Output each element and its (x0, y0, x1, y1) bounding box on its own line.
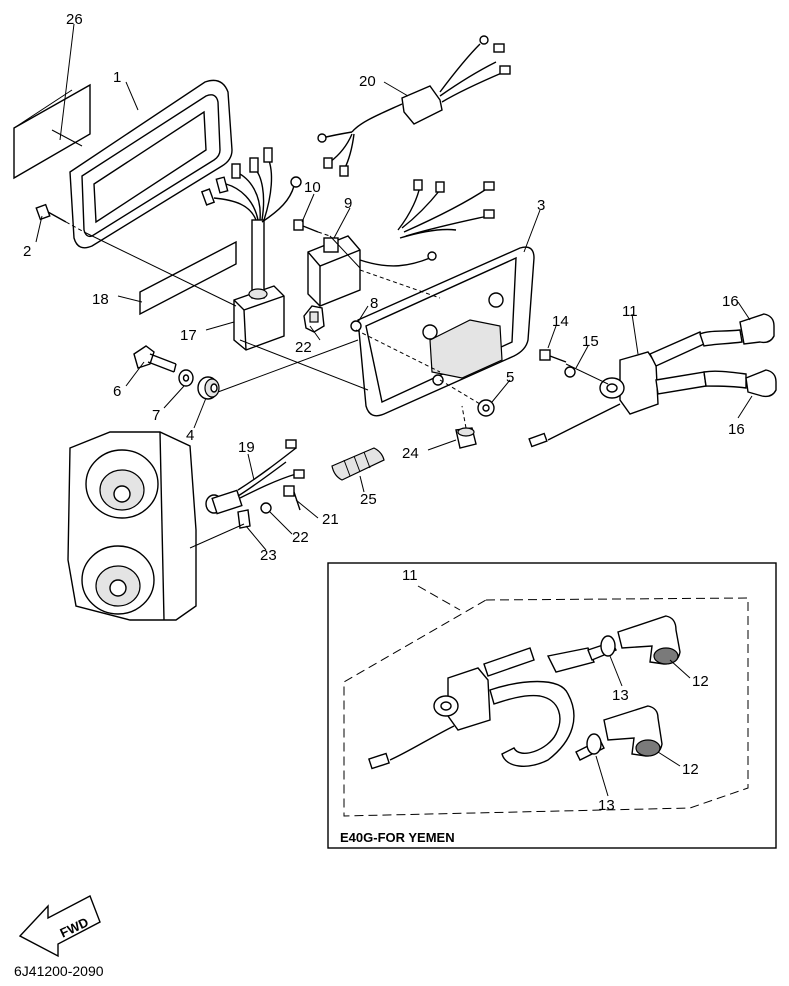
boot-25 (331, 447, 385, 481)
callout-1: 1 (113, 69, 121, 86)
bolt-14 (539, 349, 567, 363)
bolt-5 (477, 399, 495, 417)
ignition-coil-11 (528, 313, 777, 448)
bolt-6 (133, 345, 177, 373)
callout-12-lower: 12 (682, 761, 699, 778)
screw-10 (293, 219, 331, 237)
callout-7: 7 (152, 407, 160, 424)
inset-clips-13 (586, 635, 616, 755)
callout-13-lower: 13 (598, 797, 615, 814)
callout-16-lower: 16 (728, 421, 745, 438)
callouts: 26 1 2 20 10 9 3 8 18 17 22 6 7 4 5 24 1… (23, 11, 745, 814)
callout-23: 23 (260, 547, 277, 564)
cdi-unit-17 (200, 147, 302, 351)
bracket-3 (357, 179, 535, 417)
washer-7 (178, 369, 194, 387)
grommet-22-upper (303, 305, 325, 333)
grommet-4 (197, 376, 220, 400)
callout-11-inset: 11 (402, 567, 418, 584)
callout-5: 5 (506, 369, 514, 386)
callout-3: 3 (537, 197, 545, 214)
inset-coil-11 (368, 641, 617, 770)
drawing-code: 6J41200-2090 (14, 963, 104, 979)
callout-10: 10 (304, 179, 321, 196)
callout-9: 9 (344, 195, 352, 212)
callout-4: 4 (186, 427, 194, 444)
washer-15 (564, 366, 576, 378)
callout-24: 24 (402, 445, 419, 462)
callout-16-upper: 16 (722, 293, 739, 310)
wire-harness-20 (317, 35, 511, 177)
inset-caption: E40G-FOR YEMEN (340, 830, 455, 845)
label-sheet-26 (13, 83, 91, 180)
nut-8 (350, 320, 362, 332)
callout-8: 8 (370, 295, 378, 312)
callout-21: 21 (322, 511, 339, 528)
mount-24 (455, 427, 477, 449)
callout-13-upper: 13 (612, 687, 629, 704)
callout-11: 11 (622, 303, 638, 320)
callout-leaders (35, 23, 753, 797)
callout-15: 15 (582, 333, 599, 350)
callout-14: 14 (552, 313, 569, 330)
label-18 (139, 240, 237, 316)
washer-22-lower (260, 502, 272, 514)
callout-2: 2 (23, 243, 31, 260)
callout-22-lower: 22 (292, 529, 309, 546)
powerhead (67, 431, 197, 621)
callout-19: 19 (238, 439, 255, 456)
bracket-23 (237, 509, 251, 529)
callout-6: 6 (113, 383, 121, 400)
inset-box (327, 562, 777, 849)
callout-26: 26 (66, 11, 83, 28)
callout-18: 18 (92, 291, 109, 308)
sensor-19 (205, 439, 305, 515)
inset-caps-12 (603, 615, 681, 757)
callout-20: 20 (359, 73, 376, 90)
bolt-2 (35, 203, 85, 233)
callout-22-upper: 22 (295, 339, 312, 356)
screw-21 (283, 485, 301, 511)
callout-12-upper: 12 (692, 673, 709, 690)
callout-17: 17 (180, 327, 197, 344)
fwd-arrow: FWD (18, 895, 101, 958)
cover-frame-1 (69, 79, 233, 249)
callout-25: 25 (360, 491, 377, 508)
guide-lines (13, 89, 609, 549)
